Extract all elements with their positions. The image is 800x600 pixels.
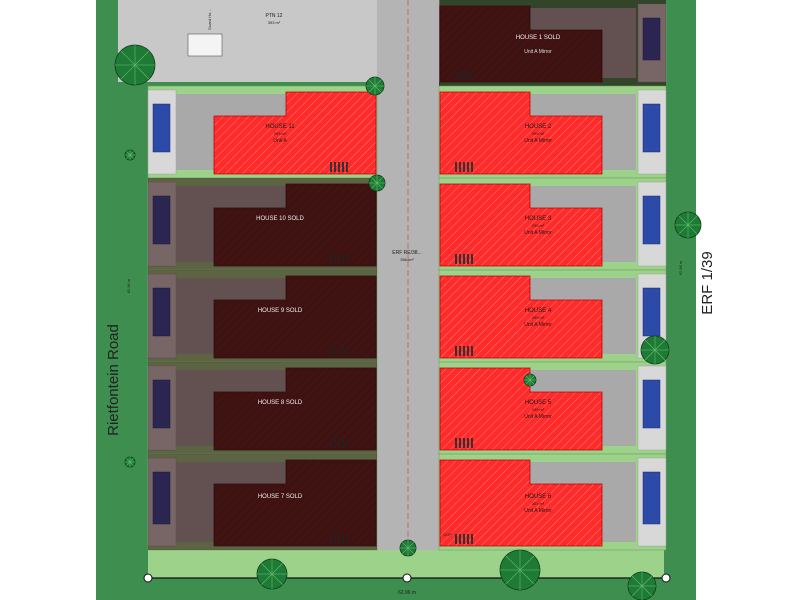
house-area-house-5: 299 m² (532, 407, 545, 412)
house-unit-house-1: Unit A Mirror (524, 49, 552, 55)
house-unit-house-4: Unit A Mirror (524, 322, 552, 328)
ptn-area: 393 m² (268, 20, 281, 25)
house-area-house-11: 293 m² (274, 131, 287, 136)
lot-house-10[interactable]: HOUSE 10 SOLD (147, 177, 378, 271)
east-road-label: ERF 1/39 (699, 251, 716, 314)
house-name-house-9: HOUSE 9 SOLD (258, 308, 303, 314)
house-unit-house-5: Unit A Mirror (524, 414, 552, 420)
tree-icon (399, 539, 417, 557)
house-unit-house-11: Unit A (273, 138, 287, 144)
building-house-6 (439, 459, 603, 547)
pool-house-2 (642, 103, 661, 153)
bottom-dimension: 62.96 m (398, 590, 416, 596)
house-unit-house-6: Unit A Mirror (524, 508, 552, 514)
guard-house (187, 33, 223, 57)
tree-icon (124, 456, 136, 468)
tree-icon (674, 211, 702, 239)
house-name-house-5: HOUSE 5 (525, 400, 552, 406)
house-unit-house-2: Unit A Mirror (524, 138, 552, 144)
tree-icon (523, 373, 537, 387)
tree-icon (114, 44, 156, 86)
building-house-2 (439, 91, 603, 175)
house-name-house-8: HOUSE 8 SOLD (258, 400, 303, 406)
trees-layer (114, 44, 702, 600)
tree-icon (627, 571, 657, 600)
building-house-5 (439, 367, 603, 451)
house-name-house-6: HOUSE 6 (525, 494, 552, 500)
house-area-house-6: 303 m² (532, 501, 545, 506)
house-name-house-7: HOUSE 7 SOLD (258, 494, 303, 500)
gate-label: GOP (443, 532, 452, 537)
house-name-house-10: HOUSE 10 SOLD (256, 216, 304, 222)
building-house-3 (439, 183, 603, 267)
centre-road-label: ERF RE/38... (392, 250, 421, 256)
tree-icon (365, 76, 385, 96)
lot-house-7[interactable]: HOUSE 7 SOLD (147, 453, 378, 551)
house-unit-house-3: Unit A Mirror (524, 230, 552, 236)
house-name-house-2: HOUSE 2 (525, 124, 552, 130)
pool-house-6 (642, 471, 661, 525)
lot-house-9[interactable]: HOUSE 9 SOLD (147, 269, 378, 363)
pool-house-5 (642, 379, 661, 429)
tree-icon (640, 335, 670, 365)
centre-road-area: 3564m² (400, 257, 414, 262)
house-name-house-11: HOUSE 11 (265, 124, 295, 130)
tree-icon (256, 558, 288, 590)
building-house-4 (439, 275, 603, 359)
house-name-house-4: HOUSE 4 (525, 308, 552, 314)
boundary-markers (143, 573, 671, 583)
house-area-house-3: 299 m² (532, 223, 545, 228)
ptn-label: PTN 12 (266, 13, 283, 19)
house-name-house-3: HOUSE 3 (525, 216, 552, 222)
pool-house-11 (152, 103, 171, 153)
pool-house-3 (642, 195, 661, 245)
guard-house-label: Guard Ho... (207, 9, 212, 30)
house-area-house-2: 299 m² (532, 131, 545, 136)
lot-house-1[interactable]: HOUSE 1 SOLD Unit A Mirror (439, 0, 667, 86)
tree-icon (499, 549, 541, 591)
pool-house-4 (642, 287, 661, 337)
house-area-house-4: 299 m² (532, 315, 545, 320)
lot-house-8[interactable]: HOUSE 8 SOLD (147, 361, 378, 455)
house-name-house-1: HOUSE 1 SOLD (516, 35, 561, 41)
west-dimension: 62.96 m (126, 278, 131, 293)
west-road-label: Rietfontein Road (105, 324, 122, 436)
tree-icon (368, 174, 386, 192)
tree-icon (124, 149, 136, 161)
east-dimension: 62.96 m (678, 260, 683, 275)
